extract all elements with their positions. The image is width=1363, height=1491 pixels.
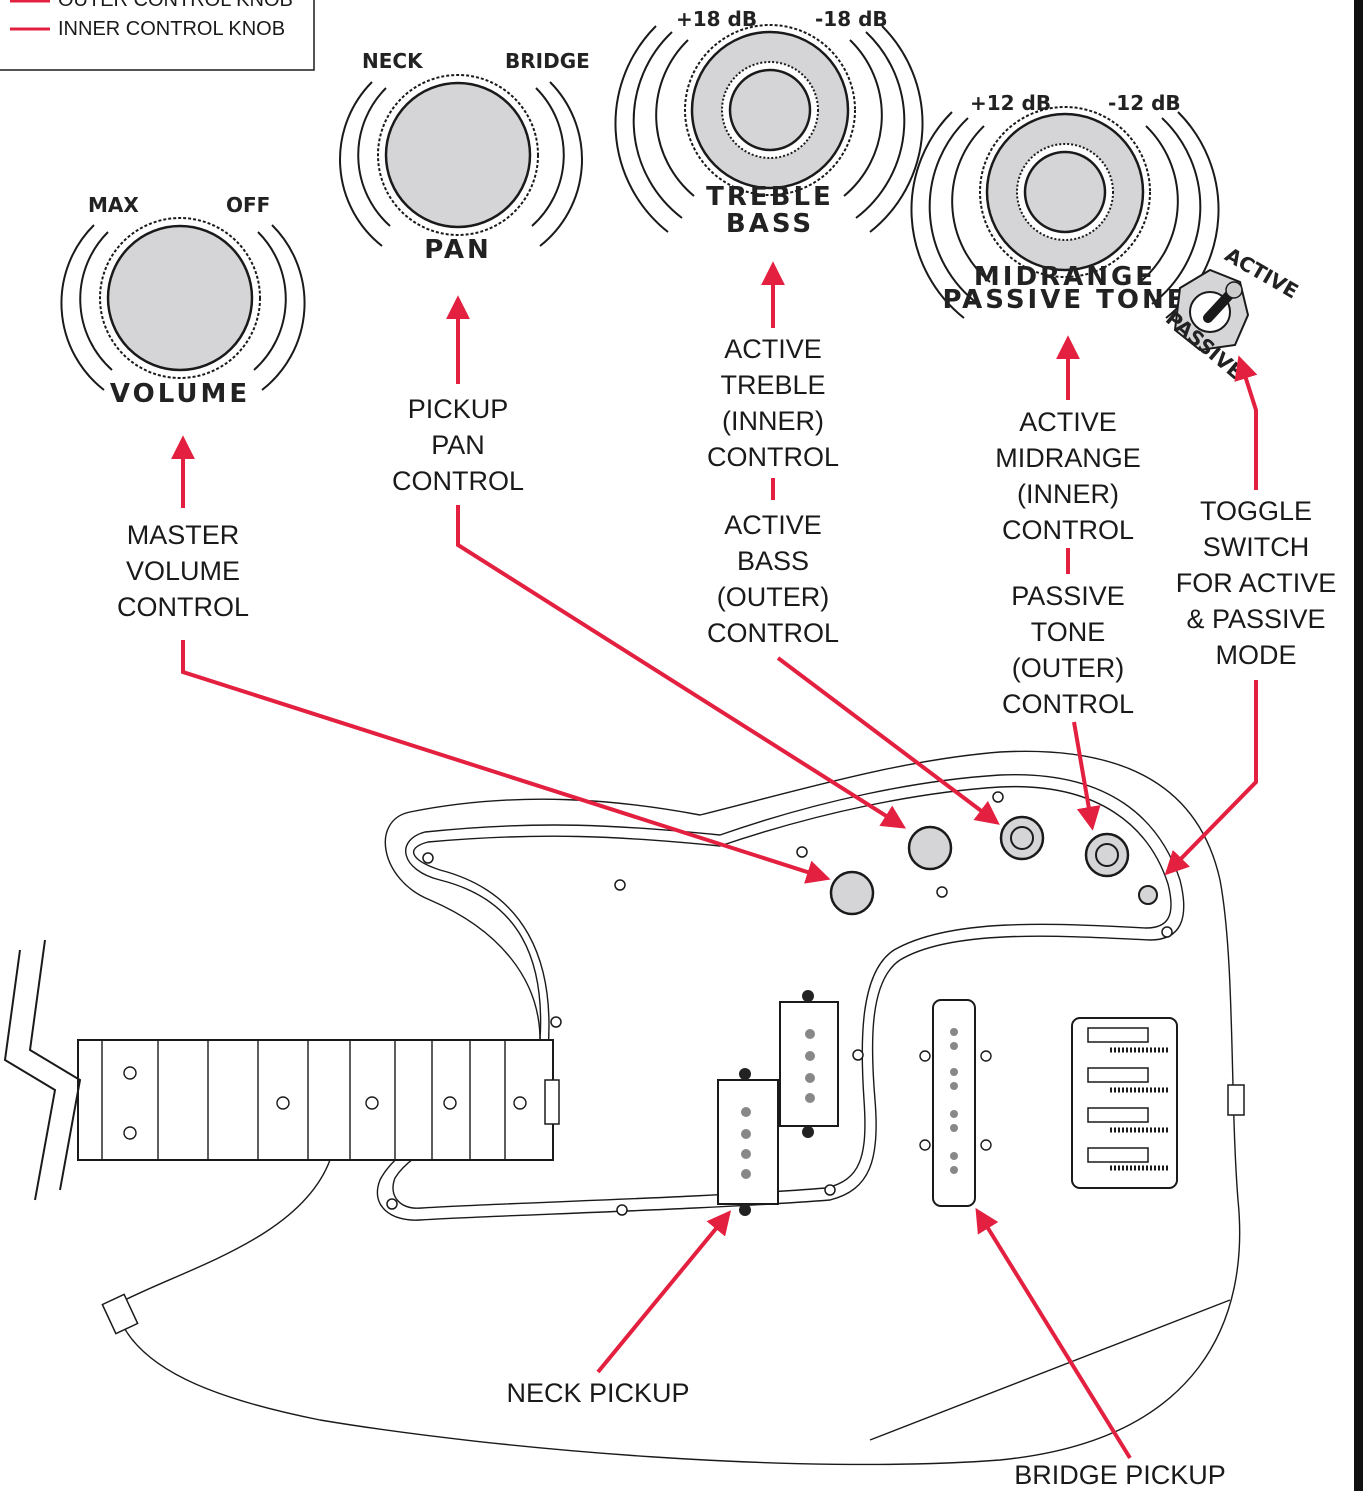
- callout-midrange: ACTIVE MIDRANGE (INNER) CONTROL: [995, 407, 1141, 545]
- callout-toggle: TOGGLE SWITCH FOR ACTIVE & PASSIVE MODE: [1176, 496, 1337, 670]
- callout-passive-tone: PASSIVE TONE (OUTER) CONTROL: [1002, 581, 1134, 719]
- callout-bass-line-2: BASS: [737, 546, 809, 576]
- bass-name: BASS: [726, 209, 814, 239]
- legend: OUTER CONTROL KNOB INNER CONTROL KNOB: [0, 0, 315, 71]
- callout-treble: ACTIVE TREBLE (INNER) CONTROL: [707, 334, 839, 472]
- body-volume-knob: [829, 870, 875, 916]
- callout-pan-line-2: PAN: [431, 430, 485, 460]
- callout-midrange-line-4: CONTROL: [1002, 515, 1134, 545]
- treble-bass-knob: +18 dB -18 dB TREBLE BASS: [614, 7, 924, 239]
- callout-neck-pickup: NECK PICKUP: [506, 1378, 689, 1408]
- volume-name: VOLUME: [110, 379, 250, 409]
- volume-max-label: MAX: [88, 193, 139, 217]
- callout-toggle-line-3: FOR ACTIVE: [1176, 568, 1337, 598]
- screws: [386, 791, 1173, 1216]
- body-treble-bass-knob: [999, 815, 1045, 861]
- treble-name: TREBLE: [706, 182, 834, 212]
- callout-treble-line-2: TREBLE: [720, 370, 825, 400]
- callout-passive-tone-line-4: CONTROL: [1002, 689, 1134, 719]
- callout-pan: PICKUP PAN CONTROL: [392, 394, 524, 496]
- bass-body: [79, 750, 1245, 1466]
- volume-knob: MAX OFF VOLUME: [60, 193, 306, 409]
- bridge-pickup-shape: [919, 999, 992, 1207]
- callout-midrange-line-2: MIDRANGE: [995, 443, 1141, 473]
- callout-toggle-line-5: MODE: [1216, 640, 1297, 670]
- mid-minus-label: -12 dB: [1108, 91, 1181, 115]
- body-toggle-switch: [1138, 885, 1158, 905]
- callout-toggle-line-1: TOGGLE: [1200, 496, 1312, 526]
- pan-bridge-label: BRIDGE: [505, 49, 590, 73]
- body-mid-tone-knob: [1084, 832, 1130, 878]
- callout-master-volume: MASTER VOLUME CONTROL: [117, 520, 249, 622]
- neck-pickup-shape: [717, 990, 839, 1216]
- callout-pan-line-1: PICKUP: [408, 394, 509, 424]
- treble-minus-label: -18 dB: [815, 7, 888, 31]
- callout-bass-line-1: ACTIVE: [724, 510, 822, 540]
- midrange-tone-knob: +12 dB -12 dB MIDRANGE PASSIVE TONE: [910, 91, 1220, 319]
- leader-neck-pickup: [596, 1210, 732, 1374]
- callout-bass-line-3: (OUTER): [717, 582, 829, 612]
- midrange-name: MIDRANGE: [974, 262, 1156, 292]
- callout-treble-line-4: CONTROL: [707, 442, 839, 472]
- leader-bass-body: [776, 656, 1000, 825]
- legend-inner-label: INNER CONTROL KNOB: [58, 18, 285, 40]
- leader-pan-body: [456, 505, 907, 829]
- body-knobs: [829, 815, 1158, 916]
- callout-treble-line-1: ACTIVE: [724, 334, 822, 364]
- leader-toggle-body: [1164, 680, 1258, 876]
- callout-passive-tone-line-2: TONE: [1031, 617, 1106, 647]
- treble-plus-label: +18 dB: [676, 7, 757, 31]
- neck: [3, 939, 560, 1201]
- leader-bridge-pickup: [975, 1207, 1132, 1460]
- callout-master-volume-line-1: MASTER: [127, 520, 240, 550]
- callout-pan-line-3: CONTROL: [392, 466, 524, 496]
- callout-toggle-line-4: & PASSIVE: [1186, 604, 1325, 634]
- callout-master-volume-line-2: VOLUME: [126, 556, 240, 586]
- callout-passive-tone-line-3: (OUTER): [1012, 653, 1124, 683]
- body-pan-knob: [907, 825, 953, 871]
- leader-lines: [171, 261, 1258, 1460]
- callout-toggle-line-2: SWITCH: [1203, 532, 1309, 562]
- callout-midrange-line-3: (INNER): [1017, 479, 1119, 509]
- callout-bass: ACTIVE BASS (OUTER) CONTROL: [707, 510, 839, 648]
- callout-bass-line-4: CONTROL: [707, 618, 839, 648]
- right-border: [1354, 0, 1363, 1491]
- callout-midrange-line-1: ACTIVE: [1019, 407, 1117, 437]
- leader-tone-body: [1072, 721, 1101, 831]
- callout-bridge-pickup: BRIDGE PICKUP: [1014, 1460, 1226, 1490]
- pan-name: PAN: [424, 235, 492, 265]
- leader-volume-body: [181, 640, 831, 884]
- toggle-switch: ACTIVE PASSIVE: [1161, 242, 1302, 384]
- volume-off-label: OFF: [226, 193, 270, 217]
- bridge: [1071, 1017, 1178, 1189]
- callout-passive-tone-line-1: PASSIVE: [1011, 581, 1125, 611]
- leader-toggle-up: [1234, 355, 1258, 490]
- legend-outer-label: OUTER CONTROL KNOB: [58, 0, 293, 11]
- callout-treble-line-3: (INNER): [722, 406, 824, 436]
- callout-master-volume-line-3: CONTROL: [117, 592, 249, 622]
- passive-tone-name: PASSIVE TONE: [942, 285, 1187, 315]
- pan-neck-label: NECK: [362, 49, 424, 73]
- pan-knob: NECK BRIDGE PAN: [339, 49, 590, 265]
